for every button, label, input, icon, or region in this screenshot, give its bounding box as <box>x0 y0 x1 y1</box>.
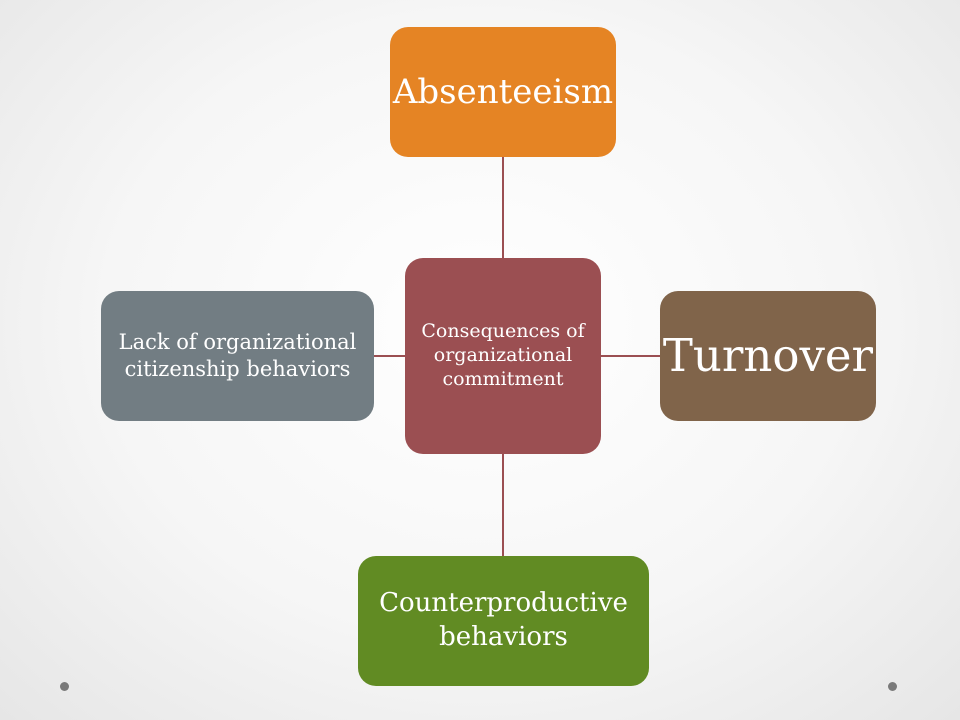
connector-right <box>601 355 660 357</box>
node-absenteeism-label: Absenteeism <box>392 71 614 112</box>
connector-left <box>374 355 405 357</box>
node-absenteeism: Absenteeism <box>390 27 616 157</box>
corner-dot-left <box>60 682 69 691</box>
center-node: Consequences of organizational commitmen… <box>405 258 601 454</box>
corner-dot-right <box>888 682 897 691</box>
connector-bottom <box>502 454 504 556</box>
node-lack-of-ocb: Lack of organizational citizenship behav… <box>101 291 374 421</box>
node-counterproductive-behaviors: Counterproductive behaviors <box>358 556 649 686</box>
connector-top <box>502 157 504 258</box>
node-lack-of-ocb-label: Lack of organizational citizenship behav… <box>118 329 357 381</box>
node-counterproductive-behaviors-label: Counterproductive behaviors <box>379 588 628 652</box>
node-turnover-label: Turnover <box>662 329 874 382</box>
node-turnover: Turnover <box>660 291 876 421</box>
center-node-label: Consequences of organizational commitmen… <box>421 320 585 390</box>
